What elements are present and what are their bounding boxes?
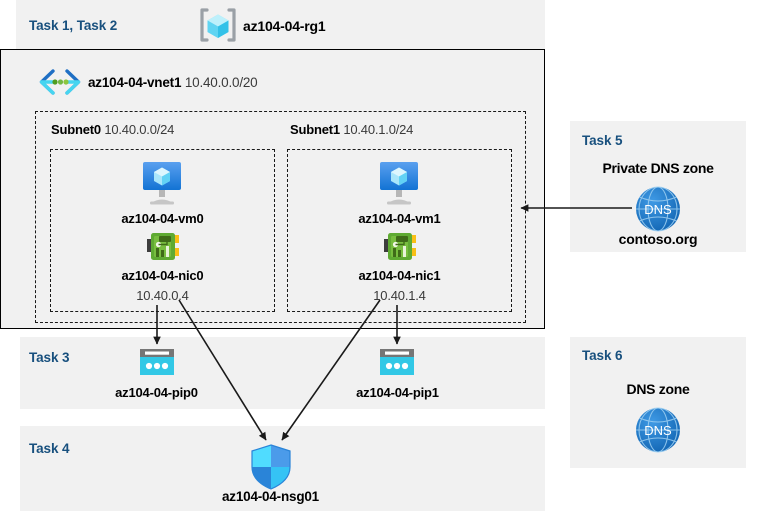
nsg-name: az104-04-nsg01 xyxy=(221,489,319,504)
public-ip-address-icon xyxy=(136,346,178,380)
network-security-group-icon xyxy=(248,443,294,491)
subnet1-box xyxy=(287,149,512,312)
subnet0-box xyxy=(50,149,275,312)
private-dns-zone-heading: Private DNS zone xyxy=(602,160,714,176)
vm1-name: az104-04-vm1 xyxy=(358,211,441,226)
subnet1-name: Subnet1 xyxy=(290,122,340,137)
nic0-name: az104-04-nic0 xyxy=(121,268,204,283)
subnet0-cidr: 10.40.0.0/24 xyxy=(104,122,175,137)
resource-group-panel xyxy=(16,0,545,50)
pip1-name: az104-04-pip1 xyxy=(356,385,439,400)
nic1-ip: 10.40.1.4 xyxy=(373,288,426,303)
private-dns-zone-name: contoso.org xyxy=(618,231,698,247)
dns-zone-icon: DNS xyxy=(633,184,683,234)
dns-zone-icon: DNS xyxy=(633,405,683,455)
task-label-4: Task 4 xyxy=(29,441,70,456)
network-interface-icon xyxy=(382,231,418,263)
pip0-name: az104-04-pip0 xyxy=(115,385,198,400)
task-label-5: Task 5 xyxy=(582,133,623,148)
virtual-machine-icon xyxy=(133,158,191,208)
vnet-cidr: 10.40.0.0/20 xyxy=(184,75,258,90)
subnet1-cidr: 10.40.1.0/24 xyxy=(343,122,414,137)
public-ip-address-icon xyxy=(376,346,418,380)
task-label-6: Task 6 xyxy=(582,348,623,363)
resource-group-name: az104-04-rg1 xyxy=(243,18,326,34)
dns-zone-heading: DNS zone xyxy=(626,381,690,397)
task-label-1-2: Task 1, Task 2 xyxy=(29,18,118,33)
subnet0-name: Subnet0 xyxy=(51,122,101,137)
dns-icon-text: DNS xyxy=(644,423,672,438)
subnet1-title: Subnet1 10.40.1.0/24 xyxy=(290,122,413,137)
dns-icon-text: DNS xyxy=(644,202,672,217)
vnet-container xyxy=(0,49,545,329)
subnet0-title: Subnet0 10.40.0.0/24 xyxy=(51,122,174,137)
vm0-name: az104-04-vm0 xyxy=(121,211,204,226)
nic0-ip: 10.40.0.4 xyxy=(136,288,189,303)
subnets-wrapper xyxy=(35,111,526,323)
virtual-machine-icon xyxy=(370,158,428,208)
network-interface-icon xyxy=(145,231,181,263)
resource-group-icon xyxy=(199,7,237,43)
vnet-title: az104-04-vnet1 10.40.0.0/20 xyxy=(88,75,258,90)
virtual-network-icon xyxy=(38,68,82,96)
task-label-3: Task 3 xyxy=(29,350,70,365)
vnet-name: az104-04-vnet1 xyxy=(88,75,182,90)
nic1-name: az104-04-nic1 xyxy=(358,268,441,283)
